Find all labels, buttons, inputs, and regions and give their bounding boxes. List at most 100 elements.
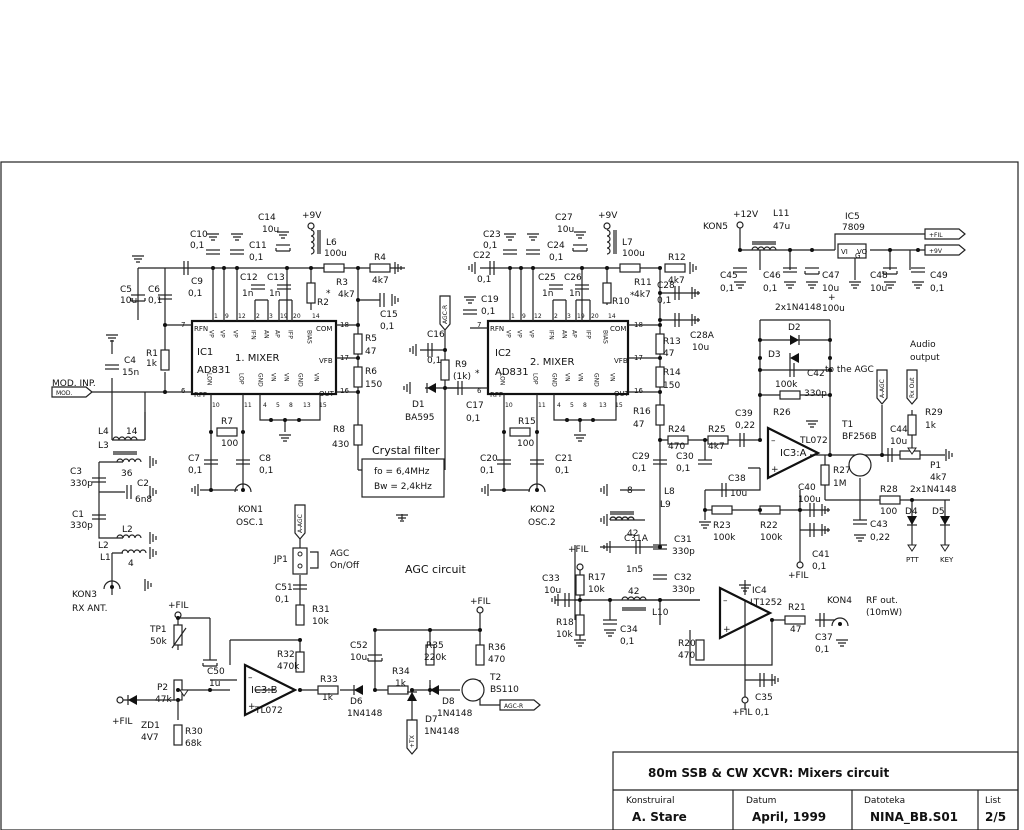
L9-ref: L9 [660,500,671,510]
date-value: April, 1999 [752,810,826,824]
R15-ref: R15 [518,417,536,427]
plus-fil-terminal-icon [476,606,484,614]
R11-value: 4k7 [634,290,651,300]
sheet-frame [0,161,1019,830]
ground-icon [691,287,699,299]
d2-d3-pair-label: 2x1N4148 [775,303,822,313]
R35-ref: R35 [426,641,444,651]
ground-icon [551,594,559,606]
junction-dot [828,393,832,397]
D1-symbol [426,383,436,393]
C48-value: 10u [870,284,887,294]
junction-dot [758,368,762,372]
junction-dot [241,430,245,434]
ic2-bottom-pin-num: 10 [505,402,513,409]
C7-symbol [204,459,218,465]
junction-dot [163,390,167,394]
junction-dot [208,688,212,692]
osc2-label: OSC.2 [528,518,556,528]
R3-symbol [323,263,345,273]
R13-ref: R13 [663,337,681,347]
ic2-top-pin-num: 1 [511,313,515,320]
ic1-part: AD831 [197,365,231,376]
ground-icon [849,281,861,289]
P2-wiper-icon [179,689,189,697]
ic1-bottom-pin-label: LOP [238,373,245,385]
ic1-top-pin-num: 20 [293,313,301,320]
R21-symbol [784,615,806,625]
R28-ref: R28 [880,485,898,495]
L11-ref: L11 [773,209,789,219]
L6-symbol [310,229,321,255]
ic2-top-pin-num: 12 [534,313,542,320]
C45-symbol [733,267,747,273]
ic3a-ref: IC3:A [780,448,807,459]
ic1-bottom-pin-num: 5 [276,402,280,409]
ic4-part: LT1252 [750,598,782,608]
L8-value: 8 [627,486,633,496]
ic1-bottom-pin-label: LON [206,373,213,385]
C50-value: 1u [209,679,220,689]
C45-ref: C45 [720,271,738,281]
C30-value: 0,1 [676,464,690,474]
C41-value: 0,1 [812,562,826,572]
C28A-value: 10u [692,343,709,353]
C42-value: 330p [804,389,827,399]
designer-value: A. Stare [632,810,687,824]
T1-symbol [848,453,872,477]
D7-value: 1N4148 [424,727,460,737]
ptt-label: PTT [906,556,919,564]
ground-icon [403,382,411,394]
ground-icon [144,579,152,591]
ZD1-ref: ZD1 [141,721,160,731]
R1-symbol [160,349,170,371]
C2-value: 6n8 [135,495,152,505]
ic1-top-pin-label: VP [219,330,226,338]
JP1-jumper[interactable] [292,547,308,575]
ground-icon [574,231,586,239]
ic1-top-pin-num: 3 [269,313,273,320]
C12-value: 1n [242,289,253,299]
ic4-ref: IC4 [752,586,767,596]
R22-ref: R22 [760,521,778,531]
C4-value: 15n [122,368,139,378]
audio-output-label-1: Audio [910,340,936,350]
C30-symbol [698,459,712,465]
junction-dot [703,508,707,512]
R34-value: 1k [395,679,407,689]
R3-ref: R3 [336,278,348,288]
R24-ref: R24 [668,425,686,435]
to-agc-label: to the AGC [825,365,874,375]
junction-dot [269,418,273,422]
C37-symbol [819,613,825,627]
C11-symbol [230,249,244,255]
junction-dot [658,266,662,270]
R29-value: 1k [925,421,937,431]
R36-symbol [475,644,485,666]
R16-symbol [655,404,665,426]
R33-value: 1k [322,693,334,703]
C42-symbol [789,363,795,377]
L10-symbol [621,596,647,611]
C39-ref: C39 [735,409,753,419]
ground-icon [231,233,243,241]
C5-ref: C5 [120,285,132,295]
ground-icon [504,233,516,241]
ic1-bottom-pin-label: VN [313,373,320,382]
R10-symbol [602,282,612,304]
T1-ref: T1 [841,420,853,430]
tx-flag-text: +TX [409,735,416,748]
ic2-bottom-pin-num: 11 [538,402,546,409]
junction-dot [758,356,762,360]
ic1-top-pin-label: IFN [250,330,257,340]
ic1-top-pin-num: 12 [238,313,246,320]
junction-dot [508,266,512,270]
junction-dot [535,488,539,492]
junction-dot [176,616,180,620]
R9-symbol [440,359,450,381]
jp1-pin-2-icon [297,563,303,569]
junction-dot [788,248,792,252]
C28-symbol [674,286,680,300]
R26-ref: R26 [773,408,791,418]
junction-dot [580,266,584,270]
